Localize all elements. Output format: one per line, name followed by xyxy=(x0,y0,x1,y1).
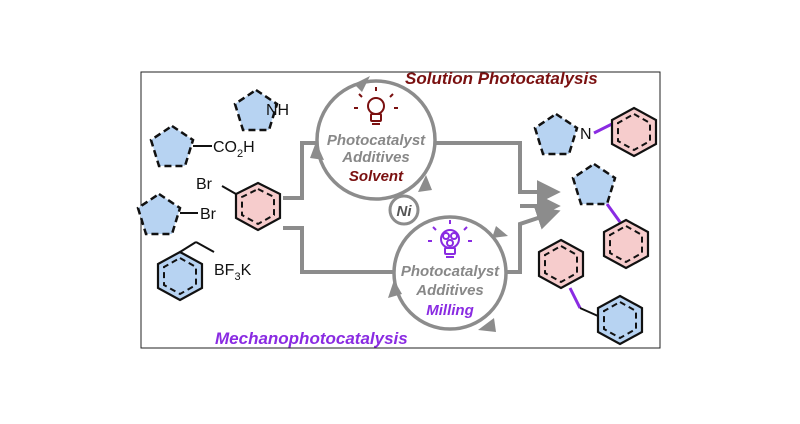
mechano-cycle: Photocatalyst Additives Milling xyxy=(388,215,508,332)
acid-subscript: 2 xyxy=(237,148,243,160)
cyclopentyl-acid-reagent: CO2H xyxy=(149,124,255,168)
mechano-photocatalyst: Photocatalyst xyxy=(401,263,500,280)
acid-h-label: H xyxy=(243,139,255,156)
bf3k-subscript: 3 xyxy=(234,271,240,283)
lightbulb-icon xyxy=(354,87,398,125)
cyclopentyl-arene-product xyxy=(571,162,650,270)
mechano-milling: Milling xyxy=(426,302,474,319)
solution-photocatalyst: Photocatalyst xyxy=(327,132,426,149)
nickel-label: Ni xyxy=(397,203,413,220)
cycle-arrow-icon xyxy=(418,175,432,192)
product-n-label: N xyxy=(580,126,592,143)
lightbulb-grid-icon xyxy=(428,220,472,258)
alkyl-bromide-reagent: Br xyxy=(136,192,217,236)
aryl-br-label: Br xyxy=(196,176,213,193)
diarylmethane-product xyxy=(537,238,644,346)
alkyl-br-label: Br xyxy=(200,206,217,223)
amine-nh-label: NH xyxy=(266,102,289,119)
svg-text:CO2H: CO2H xyxy=(213,139,255,160)
nickel-catalyst: Ni xyxy=(388,194,420,226)
mechano-additives: Additives xyxy=(415,282,484,299)
reaction-arrows xyxy=(283,141,561,274)
solution-cycle: Photocatalyst Additives Solvent xyxy=(310,76,437,201)
bf3k-bf-label: BF xyxy=(214,262,235,279)
solution-solvent: Solvent xyxy=(349,168,404,185)
solution-additives: Additives xyxy=(341,149,410,166)
cycle-arrow-icon xyxy=(388,280,402,298)
cycle-arrow-icon xyxy=(310,142,324,160)
n-aryl-pyrrolidine-product: N xyxy=(533,106,658,158)
cycle-arrow-icon xyxy=(354,76,370,92)
svg-text:BF3K: BF3K xyxy=(214,262,252,283)
cycle-arrow-icon xyxy=(492,226,508,238)
benzyl-bf3k-reagent: BF3K xyxy=(156,241,252,302)
solution-title: Solution Photocatalysis xyxy=(405,69,598,88)
mechano-title: Mechanophotocatalysis xyxy=(215,329,408,348)
bf3k-k-label: K xyxy=(241,262,252,279)
acid-co-label: CO xyxy=(213,139,237,156)
cycle-arrow-icon xyxy=(478,318,496,332)
pyrrolidine-reagent: NH xyxy=(233,88,289,132)
aryl-bromide-reagent: Br xyxy=(196,176,282,232)
